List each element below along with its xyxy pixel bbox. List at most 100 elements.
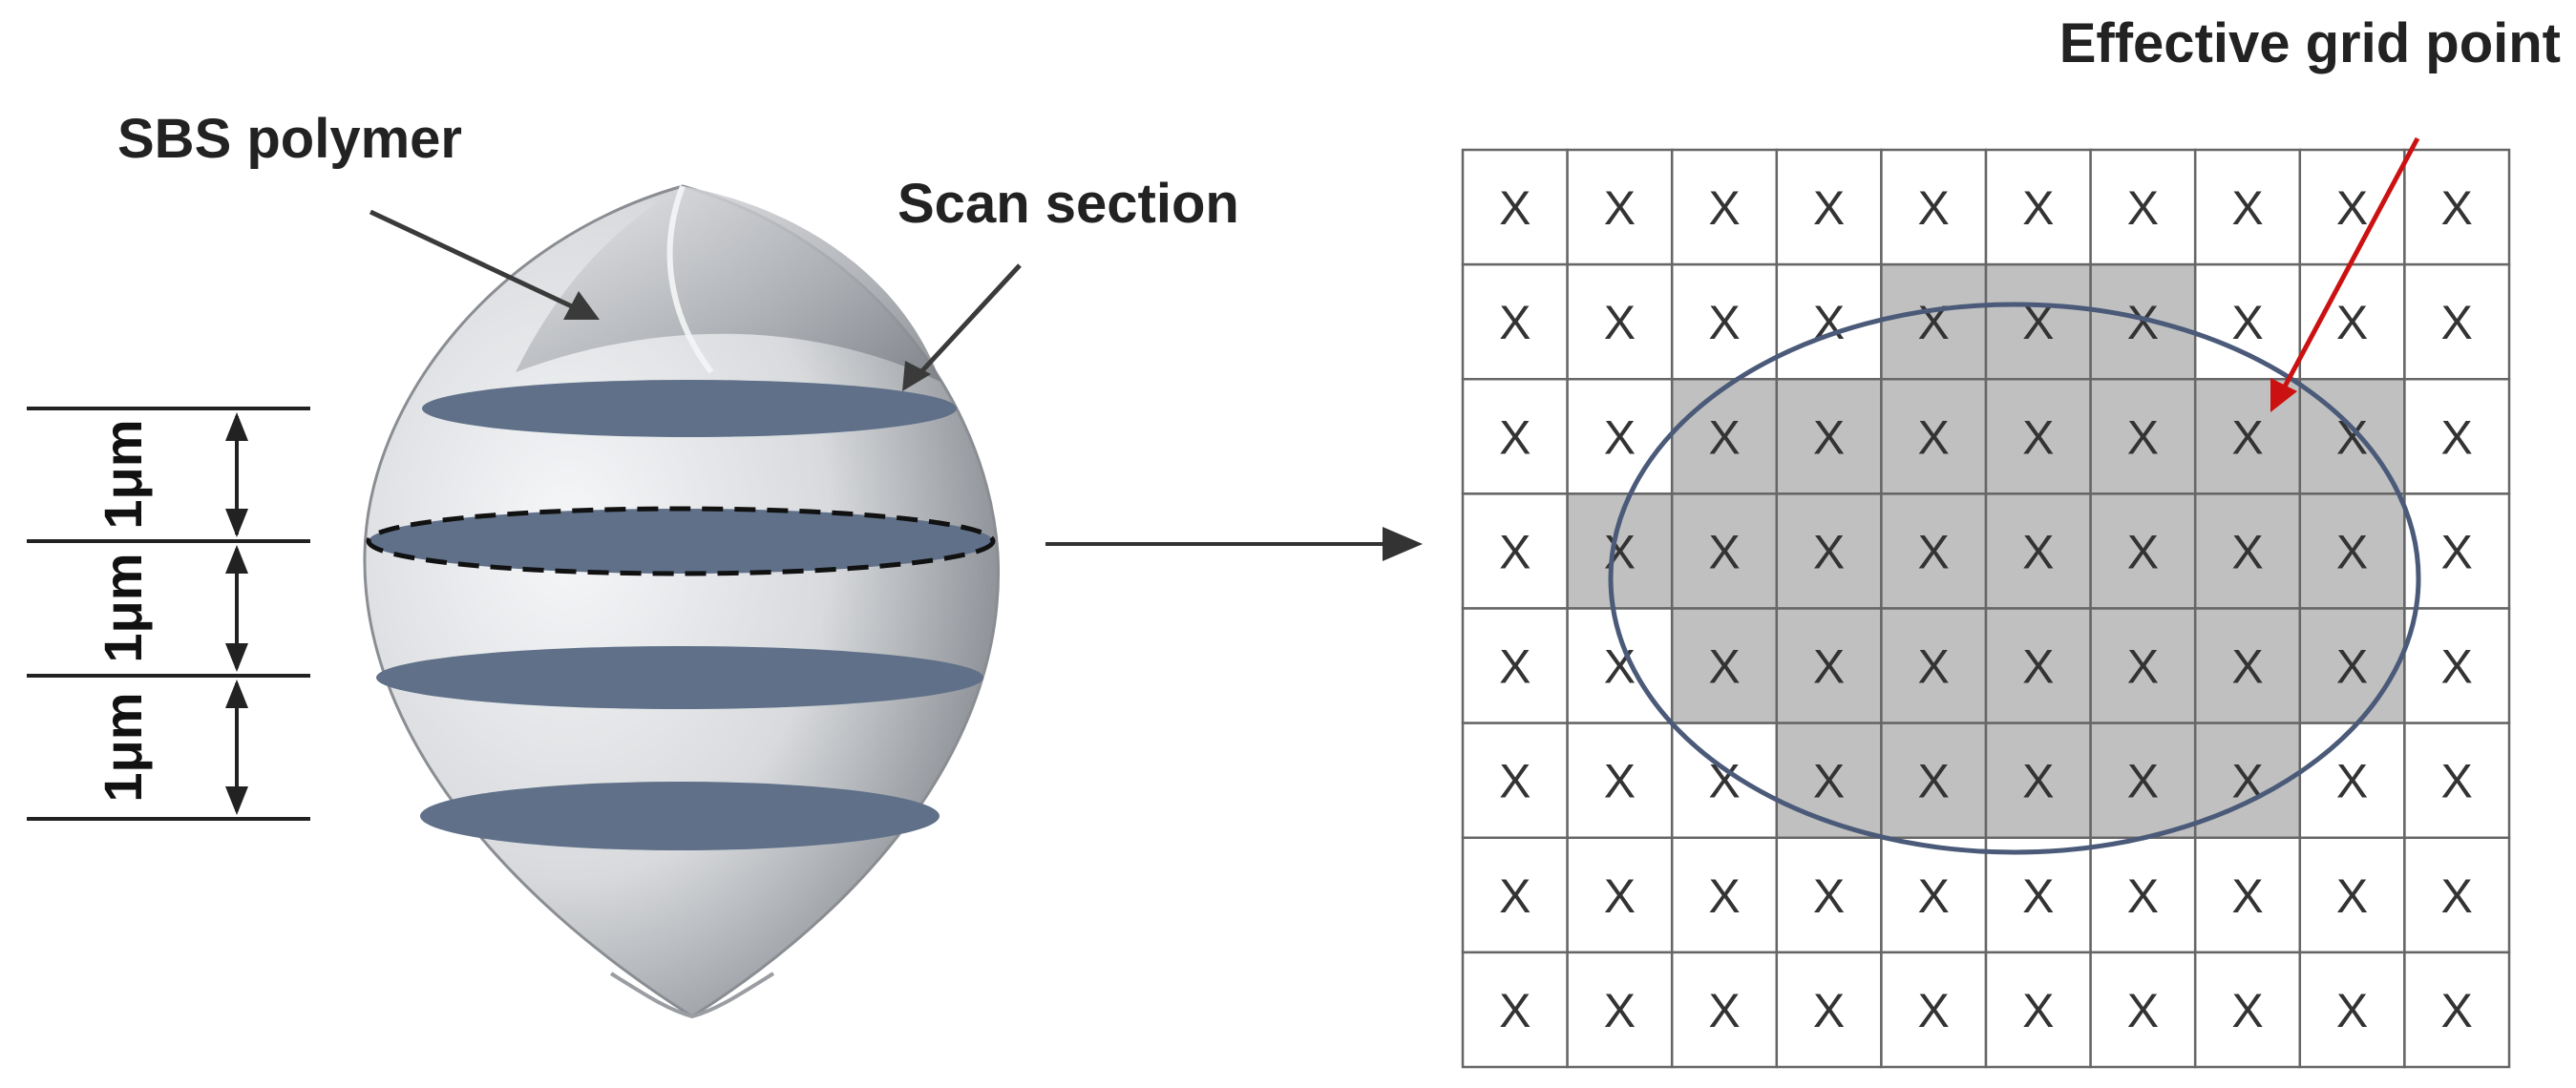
grid-point-mark: X xyxy=(1813,181,1845,235)
grid-point-mark: X xyxy=(1499,296,1531,349)
grid-point-mark: X xyxy=(1813,755,1845,808)
grid-point-mark: X xyxy=(2127,410,2159,464)
grid-point-mark: X xyxy=(2127,525,2159,578)
grid-point-mark: X xyxy=(1604,410,1636,464)
grid-point-mark: X xyxy=(2231,984,2263,1037)
sbs-polymer-particle xyxy=(363,184,1001,1019)
grid-point-mark: X xyxy=(2127,181,2159,235)
grid-point-mark: X xyxy=(1813,640,1845,694)
grid-point-mark: X xyxy=(1813,869,1845,923)
grid-cell-effective xyxy=(1775,607,1883,724)
grid-point-mark: X xyxy=(2231,296,2263,349)
grid-point-mark: X xyxy=(1499,525,1531,578)
grid-point-mark: X xyxy=(2231,181,2263,235)
grid-point-mark: X xyxy=(1604,181,1636,235)
scan-section-label: Scan section xyxy=(897,173,1239,235)
grid-point-mark: X xyxy=(1708,525,1740,578)
grid-point-mark: X xyxy=(2231,640,2263,694)
grid-point-mark: X xyxy=(1918,410,1950,464)
grid-point-mark: X xyxy=(2022,755,2054,808)
grid-cell xyxy=(1566,951,1674,1069)
grid-cell-effective xyxy=(1775,722,1883,839)
grid-point-mark: X xyxy=(2127,984,2159,1037)
scan-section-1 xyxy=(422,380,957,437)
grid-point-mark: X xyxy=(2336,755,2368,808)
grid-point-mark: X xyxy=(2336,296,2368,349)
grid-point-mark: X xyxy=(1918,296,1950,349)
scan-pointer-line xyxy=(915,263,1022,379)
grid-point-mark: X xyxy=(2231,869,2263,923)
grid-cell-effective xyxy=(1880,492,1988,610)
grid-cell xyxy=(1461,148,1569,266)
grid-cell-effective xyxy=(1984,262,2092,381)
dim-label-3: 1μm xyxy=(93,692,153,802)
grid-point-mark: X xyxy=(2441,410,2473,464)
grid-cell xyxy=(2403,262,2511,381)
grid-cell xyxy=(2089,951,2197,1069)
grid-cell-effective xyxy=(2089,722,2197,839)
grid-point-mark: X xyxy=(1604,984,1636,1037)
grid-point-mark: X xyxy=(1813,984,1845,1037)
grid-cell-effective xyxy=(1984,722,2092,839)
grid-cell xyxy=(1984,951,2092,1069)
dimension-markers xyxy=(27,407,310,821)
grid-cell xyxy=(2403,836,2511,954)
grid-cell xyxy=(2403,951,2511,1069)
sbs-polymer-label: SBS polymer xyxy=(117,108,462,170)
effective-point-arrowhead xyxy=(2270,378,2297,412)
grid-point-mark: X xyxy=(2336,869,2368,923)
grid-point-mark: X xyxy=(2022,181,2054,235)
effective-point-arrow xyxy=(2282,136,2420,388)
grid-cell-effective xyxy=(1775,378,1883,495)
grid-point-mark: X xyxy=(1708,410,1740,464)
grid-point-mark: X xyxy=(2127,755,2159,808)
grid-point-mark: X xyxy=(1499,869,1531,923)
grid-cell-effective xyxy=(1880,378,1988,495)
grid-point-mark: X xyxy=(1499,640,1531,694)
grid-cell xyxy=(2298,148,2406,266)
grid-cell-effective xyxy=(1880,262,1988,381)
grid-point-mark: X xyxy=(2441,869,2473,923)
grid-cell xyxy=(1461,262,1569,381)
grid-cell-effective xyxy=(2193,607,2302,724)
grid-cell xyxy=(1984,836,2092,954)
grid-cell xyxy=(2403,607,2511,724)
grid-cell xyxy=(2403,492,2511,610)
grid-cell-effective xyxy=(1984,607,2092,724)
grid-point-mark: X xyxy=(2441,525,2473,578)
grid-cell-effective xyxy=(1775,492,1883,610)
grid-point-mark: X xyxy=(2022,525,2054,578)
grid-cell xyxy=(2089,836,2197,954)
grid-cell xyxy=(2089,148,2197,266)
grid-point-mark: X xyxy=(1604,869,1636,923)
grid-cell-effective xyxy=(2089,607,2197,724)
grid-point-mark: X xyxy=(1708,869,1740,923)
dim-label-1: 1μm xyxy=(93,419,153,529)
section-outline-ellipse xyxy=(1608,302,2421,855)
grid-cell-effective xyxy=(2089,262,2197,381)
grid-point-mark: X xyxy=(1918,869,1950,923)
scan-section-2 xyxy=(366,506,996,576)
grid-point-mark: X xyxy=(1708,640,1740,694)
grid-cell xyxy=(1880,951,1988,1069)
grid-cell xyxy=(2403,148,2511,266)
grid-point-mark: X xyxy=(2231,525,2263,578)
grid-cell xyxy=(2193,262,2302,381)
grid-point-mark: X xyxy=(1813,525,1845,578)
scan-section-3 xyxy=(376,646,983,709)
polymer-arrowhead xyxy=(563,291,600,320)
grid-cell xyxy=(1566,836,1674,954)
grid-point-mark: X xyxy=(1499,181,1531,235)
grid-point-mark: X xyxy=(1499,410,1531,464)
grid-cell xyxy=(1566,378,1674,495)
grid-point-mark: X xyxy=(2022,869,2054,923)
grid-cell xyxy=(1566,722,1674,839)
grid-panel: X X X X X X X X X X X X X X X X X X X X X X X X X X X X X X X X X X X X X X X X… xyxy=(1461,148,2511,1069)
particle-bottom-tip xyxy=(609,972,775,1019)
grid-cell xyxy=(1461,722,1569,839)
grid-cell xyxy=(2403,378,2511,495)
dimension-arrowheads xyxy=(225,412,248,815)
grid-cell xyxy=(1670,148,1779,266)
grid-point-mark: X xyxy=(1918,755,1950,808)
